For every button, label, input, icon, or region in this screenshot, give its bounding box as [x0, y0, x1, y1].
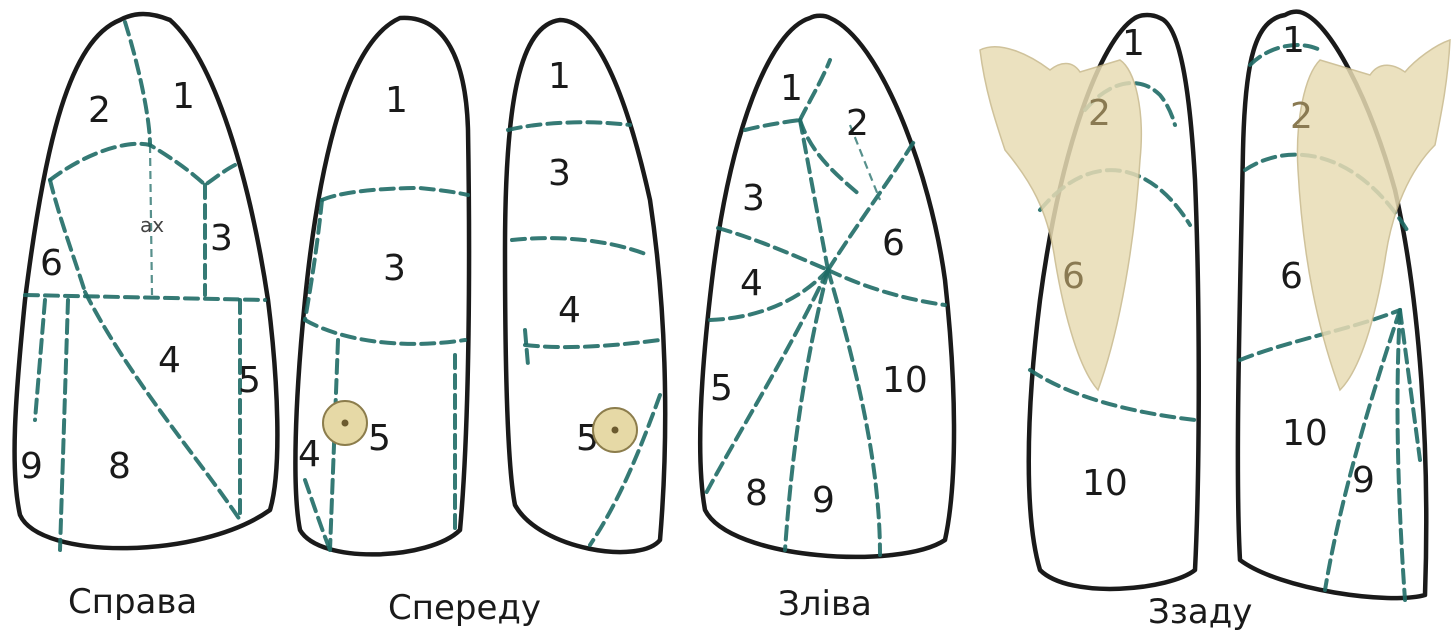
caption-back: Ззаду: [1148, 592, 1252, 632]
label-right-ax: ах: [140, 213, 164, 237]
label-right-2: 2: [88, 90, 111, 131]
lung-left-lateral: 1 2 3 6 4 10 5 8 9: [700, 16, 954, 557]
lung-back-right: 1 2 6 10 9: [1238, 12, 1450, 600]
marker-dot-left: [593, 408, 637, 452]
label-left-8: 8: [745, 473, 768, 514]
label-left-1: 1: [780, 68, 803, 109]
label-front-right-3: 3: [383, 248, 406, 289]
label-back-right-6: 6: [1280, 256, 1303, 297]
label-right-6: 6: [40, 243, 63, 284]
label-left-10: 10: [882, 360, 928, 401]
caption-left: Зліва: [778, 584, 872, 624]
caption-right: Справа: [68, 582, 197, 622]
label-left-4: 4: [740, 263, 763, 304]
lung-back-left: 1 2 6 10: [980, 15, 1199, 589]
label-front-left-3: 3: [548, 153, 571, 194]
label-back-left-2: 2: [1088, 93, 1111, 134]
lung-front-left: 1 3 4 5: [505, 20, 665, 552]
caption-front: Спереду: [388, 588, 541, 628]
label-left-6: 6: [882, 223, 905, 264]
label-right-8: 8: [108, 446, 131, 487]
label-right-9: 9: [20, 446, 43, 487]
label-right-3: 3: [210, 218, 233, 259]
label-back-right-1: 1: [1282, 20, 1305, 61]
label-front-right-4: 4: [298, 434, 321, 475]
label-back-right-10: 10: [1282, 413, 1328, 454]
lung-front-right: 1 3 4 5: [295, 18, 469, 555]
label-back-right-2: 2: [1290, 96, 1313, 137]
label-right-5: 5: [238, 360, 261, 401]
label-left-3: 3: [742, 178, 765, 219]
lung-right-lateral: 2 1 ах 3 6 4 5 9 8: [15, 14, 278, 550]
label-back-left-1: 1: [1122, 23, 1145, 64]
label-back-right-9: 9: [1352, 460, 1375, 501]
label-front-right-5: 5: [368, 418, 391, 459]
label-right-4: 4: [158, 340, 181, 381]
label-left-9: 9: [812, 480, 835, 521]
label-front-right-1: 1: [385, 80, 408, 121]
label-front-left-4: 4: [558, 290, 581, 331]
label-left-5: 5: [710, 368, 733, 409]
label-back-left-6: 6: [1062, 256, 1085, 297]
marker-dot-right: [323, 401, 367, 445]
label-front-left-1: 1: [548, 56, 571, 97]
scapula-left-illustration: [980, 47, 1141, 390]
label-right-1: 1: [172, 76, 195, 117]
label-left-2: 2: [846, 103, 869, 144]
label-back-left-10: 10: [1082, 463, 1128, 504]
scapula-right-illustration: [1297, 40, 1450, 390]
